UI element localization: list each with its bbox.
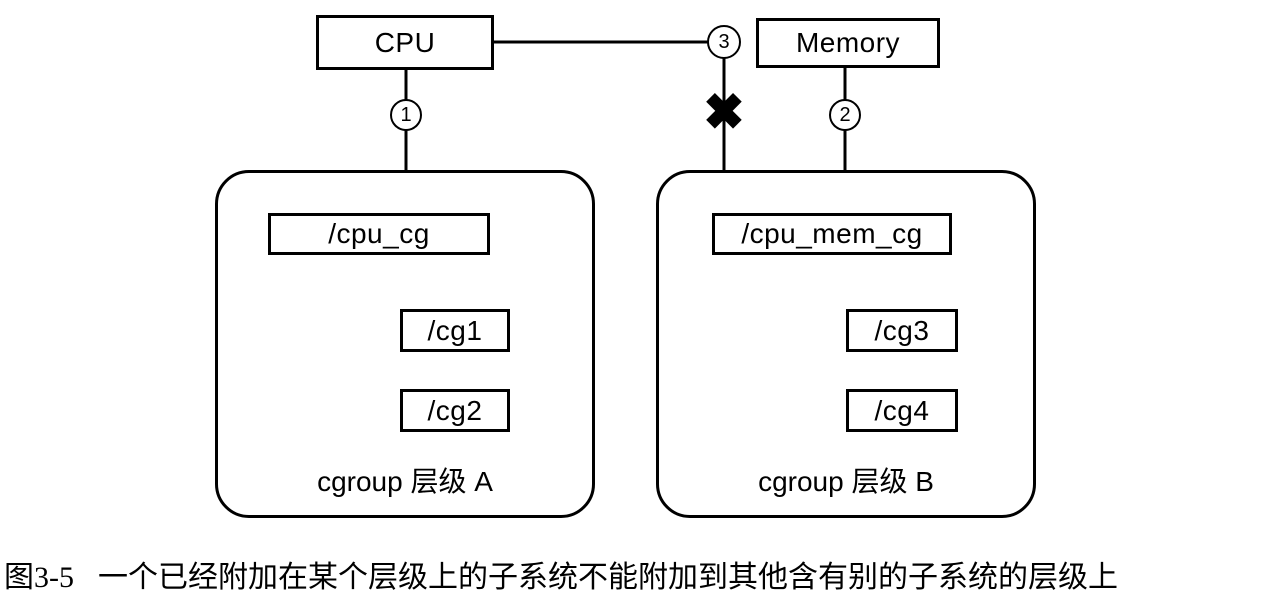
forbidden-cross-icon: ✖ (703, 84, 745, 140)
node-cpu-cg: /cpu_cg (268, 213, 490, 255)
hierarchy-b-label: cgroup 层级 B (758, 466, 934, 497)
marker-step-1: 1 (390, 99, 422, 131)
node-cg1: /cg1 (400, 309, 510, 352)
marker-step-3: 3 (707, 25, 741, 59)
node-cpu-mem-cg: /cpu_mem_cg (712, 213, 952, 255)
marker-step-2: 2 (829, 99, 861, 131)
figure-caption: 图3-5 一个已经附加在某个层级上的子系统不能附加到其他含有别的子系统的层级上 (4, 552, 1118, 596)
node-cg4: /cg4 (846, 389, 958, 432)
node-memory: Memory (756, 18, 940, 68)
node-cg3: /cg3 (846, 309, 958, 352)
caption-text: 一个已经附加在某个层级上的子系统不能附加到其他含有别的子系统的层级上 (98, 561, 1118, 594)
node-cpu: CPU (316, 15, 494, 70)
hierarchy-a-label: cgroup 层级 A (317, 466, 493, 497)
node-cg2: /cg2 (400, 389, 510, 432)
figure-number: 图3-5 (4, 561, 74, 594)
